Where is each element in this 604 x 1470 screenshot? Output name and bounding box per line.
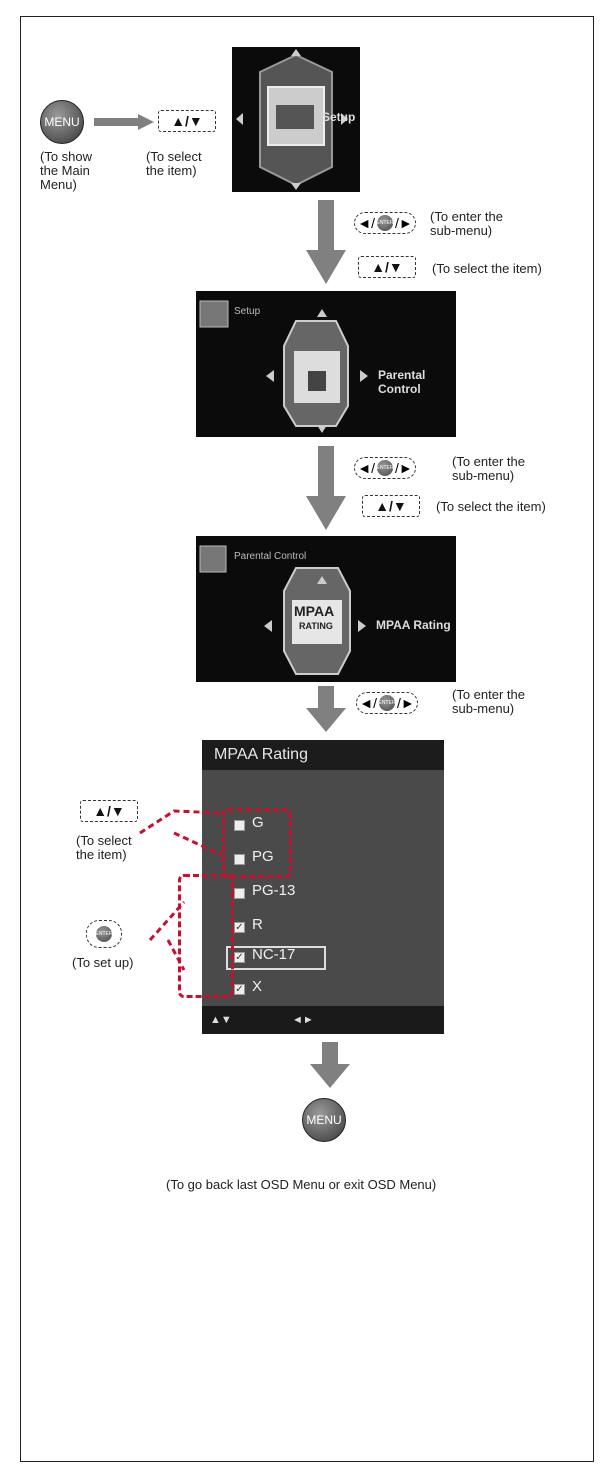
parental-cube-icon — [199, 300, 368, 433]
right-key-icon-2: /► — [395, 460, 413, 476]
option-nc-17: NC-17 — [252, 946, 296, 963]
up-down-keys-4-label: ▲/▼ — [93, 803, 125, 819]
down-arrow-icon-2 — [306, 446, 346, 530]
highlight-select-group — [222, 808, 292, 878]
menu-button-label: MENU — [44, 115, 80, 129]
caption-enter-submenu-3: (To enter the sub-menu) — [452, 687, 525, 716]
caption-select-item-3: (To select the item) — [436, 499, 546, 514]
right-key-icon: /► — [395, 215, 413, 231]
osd-screen-parental: Setup Parental Control — [196, 291, 456, 437]
red-connector-2 — [148, 901, 186, 971]
highlight-setup-group — [178, 874, 234, 998]
right-arrow-icon — [94, 114, 154, 130]
page-frame — [20, 16, 594, 1462]
enter-icon-3: ENTER — [379, 695, 395, 711]
mpaa-cube-icon — [199, 545, 366, 675]
up-down-keys[interactable]: ▲/▼ — [158, 110, 216, 132]
setup-cube-icon — [236, 49, 348, 190]
setup-label: Setup — [322, 110, 356, 124]
down-arrow-icon-4 — [310, 1042, 350, 1088]
selected-row-highlight — [226, 946, 326, 970]
right-key-icon-3: /► — [397, 695, 415, 711]
checkbox-g[interactable] — [234, 820, 245, 831]
checkbox-pg-13[interactable] — [234, 888, 245, 899]
enter-icon-2: ENTER — [377, 460, 393, 476]
mpaa-label: MPAA Rating — [376, 618, 451, 632]
checkbox-nc-17[interactable]: ✓ — [234, 952, 245, 963]
caption-set-up: (To set up) — [72, 955, 134, 970]
left-enter-right-keys-3[interactable]: ◄/ENTER/► — [356, 692, 418, 714]
up-down-hint-icon: ▲▼ — [210, 1014, 232, 1026]
left-key-icon-3: ◄/ — [359, 695, 377, 711]
checkbox-r[interactable]: ✓ — [234, 922, 245, 933]
enter-icon-4: ENTER — [96, 926, 112, 942]
menu-button-2-label: MENU — [306, 1113, 342, 1127]
caption-select-item-1: (To select the item) — [146, 149, 202, 178]
left-right-hint-icon: ◄► — [292, 1014, 314, 1026]
caption-go-back: (To go back last OSD Menu or exit OSD Me… — [166, 1177, 437, 1192]
caption-enter-submenu-1: (To enter the sub-menu) — [430, 209, 503, 238]
option-pg-13: PG-13 — [252, 882, 296, 899]
down-arrow-icon-3 — [306, 686, 346, 732]
checkbox-pg[interactable] — [234, 854, 245, 865]
left-key-icon-2: ◄/ — [357, 460, 375, 476]
left-enter-right-keys[interactable]: ◄/ENTER/► — [354, 212, 416, 234]
red-connector-1 — [139, 809, 223, 857]
caption-enter-submenu-2: (To enter the sub-menu) — [452, 454, 525, 483]
panel-title: MPAA Rating — [202, 740, 444, 770]
option-pg: PG — [252, 848, 274, 865]
checkbox-x[interactable]: ✓ — [234, 984, 245, 995]
caption-select-item-4: (To select the item) — [76, 833, 132, 862]
option-g: G — [252, 814, 264, 831]
up-down-keys-label: ▲/▼ — [171, 113, 203, 129]
left-enter-right-keys-2[interactable]: ◄/ENTER/► — [354, 457, 416, 479]
option-r: R — [252, 916, 263, 933]
menu-button[interactable]: MENU — [40, 100, 84, 144]
up-down-keys-3-label: ▲/▼ — [375, 498, 407, 514]
caption-show-main-menu: (To show the Main Menu) — [40, 149, 93, 192]
up-down-keys-2[interactable]: ▲/▼ — [358, 256, 416, 278]
panel-bottom-bar: ▲▼ ◄► — [202, 1006, 444, 1034]
osd-screen-mpaa: MPAA RATING Parental Control MPAA Rating — [196, 536, 456, 682]
mpaa-cube-text-1: MPAA — [294, 603, 335, 619]
osd-screen-setup: Setup — [232, 47, 360, 192]
mpaa-cube-text-2: RATING — [299, 621, 333, 631]
caption-select-item-2: (To select the item) — [432, 261, 542, 276]
up-down-keys-4[interactable]: ▲/▼ — [80, 800, 138, 822]
down-arrow-icon — [306, 200, 346, 284]
left-key-icon: ◄/ — [357, 215, 375, 231]
parental-small-label: Setup — [234, 306, 261, 317]
mpaa-small-label: Parental Control — [234, 551, 307, 562]
enter-key-box[interactable]: ENTER — [86, 920, 122, 948]
up-down-keys-3[interactable]: ▲/▼ — [362, 495, 420, 517]
enter-icon: ENTER — [377, 215, 393, 231]
parental-label: Parental Control — [378, 368, 426, 396]
up-down-keys-2-label: ▲/▼ — [371, 259, 403, 275]
option-x: X — [252, 978, 263, 995]
menu-button-2[interactable]: MENU — [302, 1098, 346, 1142]
mpaa-rating-panel: MPAA Rating G PG PG-13 ✓ R ✓ NC-17 ✓ X ▲… — [202, 740, 444, 1034]
